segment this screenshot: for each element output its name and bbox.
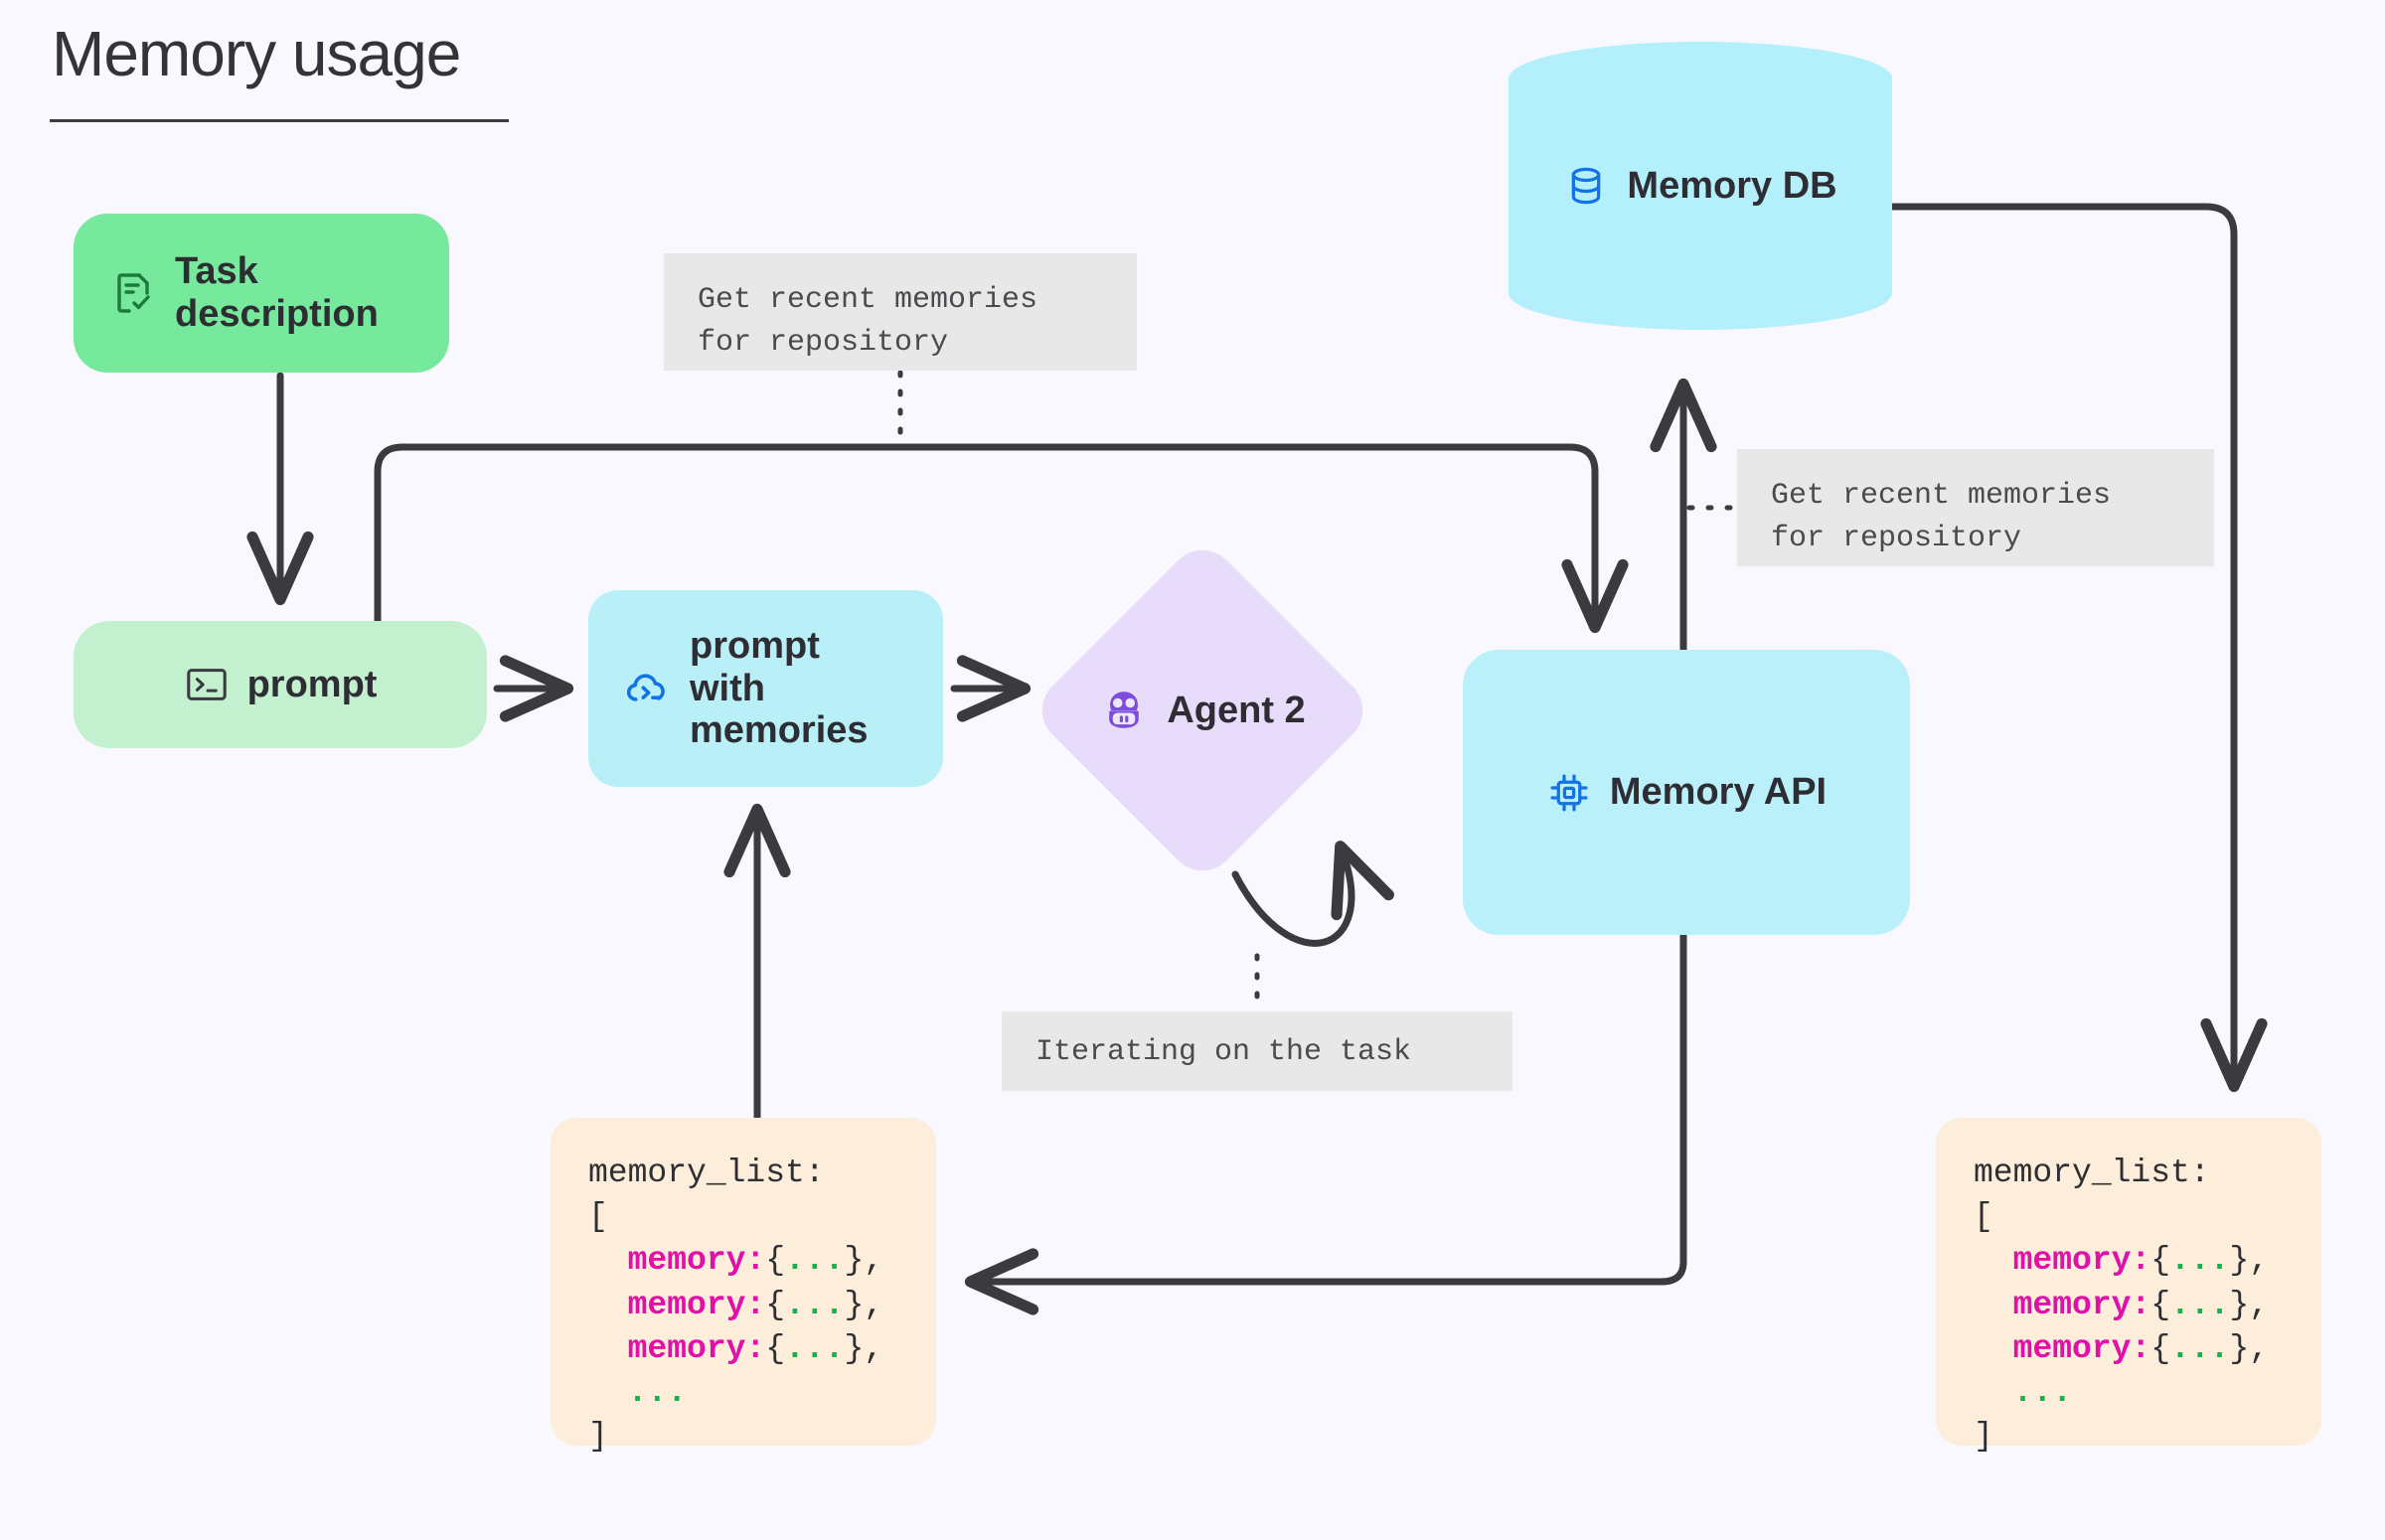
node-label: Memory API [1609,771,1828,814]
node-prompt[interactable]: prompt [74,621,487,748]
code-entry: memory:{...}, [627,1286,884,1323]
cylinder-top [1509,42,1892,115]
edge-db-to-right-code [1888,203,2268,1093]
edge-api-to-left-code [964,931,1687,1315]
code-block-memory-list-right: memory_list: [ memory:{...}, memory:{...… [1936,1118,2321,1455]
code-entry: memory:{...}, [627,1242,884,1280]
code-open-bracket: [ [1974,1198,1993,1236]
node-label: prompt [246,663,378,705]
terminal-icon [184,662,230,707]
node-memory-db[interactable]: Memory DB [1509,42,1892,330]
node-memory-api[interactable]: Memory API [1463,650,1910,935]
page-title: Memory usage [52,18,461,89]
code-block-memory-list-left: memory_list: [ memory:{...}, memory:{...… [551,1118,936,1455]
code-open-bracket: [ [588,1198,608,1236]
title-underline [50,119,509,122]
code-ellipsis: ... [2012,1374,2073,1412]
code-entry: memory:{...}, [2012,1286,2270,1323]
node-agent-2[interactable]: Agent 2 [1028,536,1377,885]
code-entry: memory:{...}, [2012,1242,2270,1280]
node-label: prompt with memories [690,625,869,752]
node-label: Task description [175,250,379,335]
code-header: memory_list: [1974,1155,2210,1191]
note-get-recent-memories-top: Get recent memories for repository [664,253,1137,371]
code-header: memory_list: [588,1155,825,1191]
database-icon [1563,163,1609,209]
node-label: Memory DB [1627,164,1837,207]
code-close-bracket: ] [588,1418,608,1456]
code-entry: memory:{...}, [627,1329,884,1367]
edge-prompt-to-memory-api [374,443,1629,634]
document-check-icon [109,269,157,317]
code-entry: memory:{...}, [2012,1329,2270,1367]
note-iterating-on-the-task: Iterating on the task [1002,1011,1512,1091]
node-label: Agent 2 [1167,689,1306,731]
code-ellipsis: ... [627,1374,688,1412]
node-task-description[interactable]: Task description [74,214,449,373]
edge-agent-self-loop [1231,841,1394,947]
note-get-recent-memories-right: Get recent memories for repository [1737,449,2214,566]
chip-icon [1546,770,1592,816]
cylinder-bottom [1509,256,1892,330]
cloud-terminal-icon [622,664,672,713]
code-close-bracket: ] [1974,1418,1993,1456]
robot-icon [1099,686,1149,735]
node-prompt-with-memories[interactable]: prompt with memories [588,590,943,787]
